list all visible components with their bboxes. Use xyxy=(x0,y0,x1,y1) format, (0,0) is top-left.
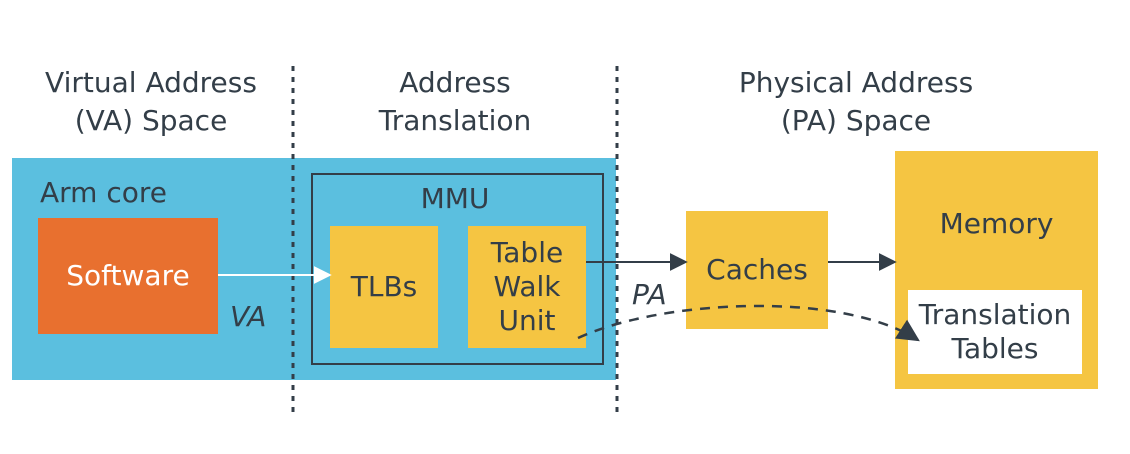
arm-core-label: Arm core xyxy=(40,176,167,209)
tlbs-label: TLBs xyxy=(350,270,418,303)
pa-space-header-line1: Physical Address xyxy=(738,66,974,99)
table-walk-unit-line1: Table xyxy=(490,236,564,269)
mmu-box xyxy=(311,173,604,365)
va-arrow-label: VA xyxy=(230,300,267,333)
mmu-label: MMU xyxy=(420,182,490,215)
pa-arrow-label: PA xyxy=(632,278,667,311)
translation-tables-line1: Translation xyxy=(918,298,1072,331)
pa-space-header-line2: (PA) Space xyxy=(780,104,932,137)
address-translation-header-line2: Translation xyxy=(378,104,532,137)
pa-space-header: Physical Address (PA) Space xyxy=(720,64,992,140)
address-translation-header-line1: Address xyxy=(399,66,511,99)
caches-label: Caches xyxy=(706,253,808,286)
table-walk-unit-box: Table Walk Unit xyxy=(468,226,586,348)
va-space-header-line1: Virtual Address xyxy=(45,66,257,99)
address-translation-header: Address Translation xyxy=(330,64,580,140)
table-walk-unit-line3: Unit xyxy=(498,304,556,337)
caches-box: Caches xyxy=(686,211,828,329)
translation-tables-line2: Tables xyxy=(951,332,1039,365)
table-walk-unit-line2: Walk xyxy=(493,270,561,303)
va-space-header: Virtual Address (VA) Space xyxy=(20,64,282,140)
memory-label: Memory xyxy=(939,207,1054,240)
software-label: Software xyxy=(66,259,190,292)
table-walk-dashed-arrow xyxy=(577,304,920,342)
software-box: Software xyxy=(38,218,218,334)
translation-tables-box: Translation Tables xyxy=(908,290,1082,374)
va-space-header-line2: (VA) Space xyxy=(74,104,228,137)
tlbs-box: TLBs xyxy=(330,226,438,348)
